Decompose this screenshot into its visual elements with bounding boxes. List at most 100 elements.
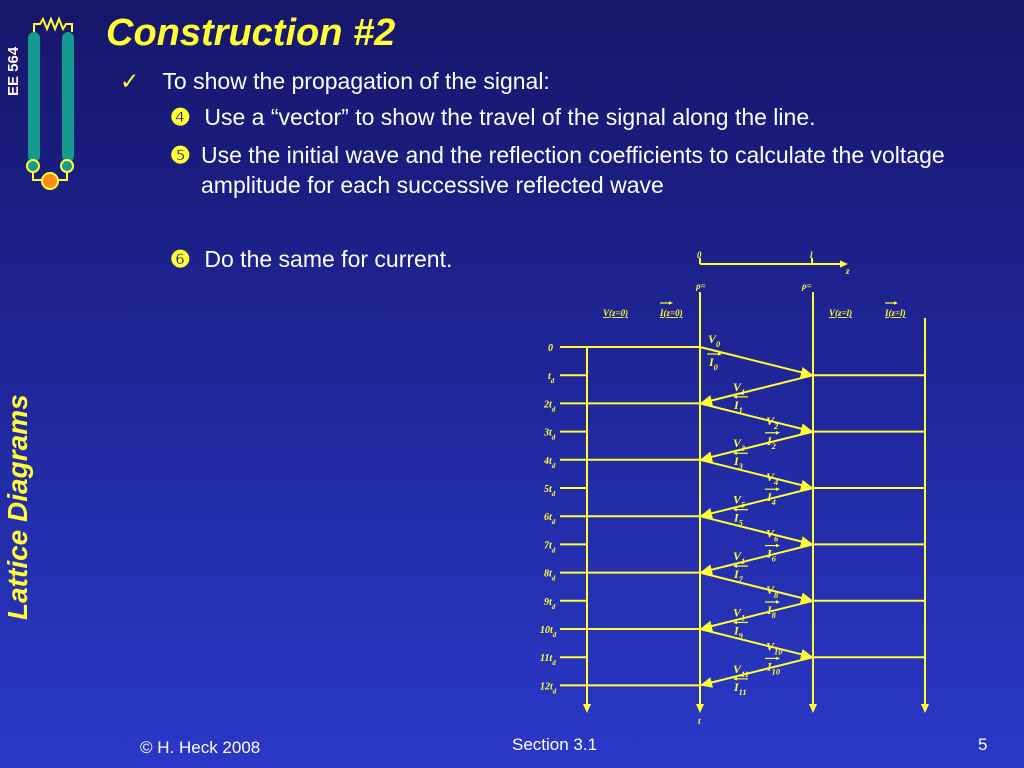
time-tick-label: 0 [548, 343, 553, 354]
arrow-icon [776, 656, 780, 661]
voltage-wave-label: V4 [766, 470, 778, 487]
arrow-icon [733, 620, 737, 625]
arrow-icon [669, 301, 673, 305]
arrow-icon [776, 487, 780, 491]
z-start-label: 0 [697, 250, 702, 260]
current-wave-label: I2 [766, 434, 776, 451]
down-arrow-icon [582, 704, 592, 713]
current-wave-label: I10 [766, 659, 781, 676]
wave-vector [699, 571, 814, 602]
voltage-wave-label: V0 [708, 332, 721, 349]
time-tick-label: 5td [544, 484, 556, 498]
current-wave-label: I7 [733, 567, 744, 584]
footer-section: Section 3.1 [512, 735, 598, 754]
current-wave-label: I0 [708, 355, 719, 372]
bullet-text: To show the propagation of the signal: [162, 68, 550, 94]
voltage-wave-label: V1 [733, 380, 745, 397]
voltage-wave-label: V1 [733, 605, 745, 622]
current-wave-label: I6 [766, 547, 777, 564]
arrow-icon [776, 543, 780, 548]
wave-vector [699, 374, 814, 405]
column-header: V(z=0) [603, 308, 628, 318]
wave-vector [699, 402, 814, 433]
time-tick-label: 6td [544, 512, 556, 526]
bullet-text: Use a “vector” to show the travel of the… [204, 104, 816, 130]
current-wave-label: I4 [766, 490, 776, 507]
time-tick-label: 11td [540, 653, 556, 667]
arrow-icon [733, 395, 737, 399]
wave-vector [699, 543, 814, 574]
arrow-icon [733, 677, 737, 681]
bullet-1: ✓ To show the propagation of the signal: [120, 66, 550, 96]
voltage-wave-label: V8 [766, 583, 779, 600]
bullet-3: ❺ Use the initial wave and the reflectio… [170, 140, 980, 200]
arrow-icon [733, 507, 737, 512]
arrow-icon [776, 430, 780, 435]
current-wave-label: I9 [733, 623, 744, 640]
transmission-line-logo-icon [26, 16, 74, 190]
down-arrow-icon [695, 704, 705, 713]
voltage-wave-label: V1 [733, 549, 745, 566]
wave-arrow-icon [800, 536, 813, 547]
wave-arrow-icon [800, 367, 813, 378]
wave-arrow-icon [800, 423, 813, 434]
down-arrow-icon [808, 704, 818, 713]
voltage-wave-label: V3 [733, 436, 745, 453]
time-tick-label: 9td [544, 597, 556, 611]
wave-arrow-icon [700, 451, 713, 463]
voltage-wave-label: V2 [766, 414, 778, 431]
wave-arrow-icon [700, 395, 713, 406]
wave-vector [699, 599, 814, 630]
wave-vector [699, 487, 814, 518]
z-end-label: l [810, 250, 813, 260]
time-tick-label: 4td [543, 456, 556, 470]
arrow-icon [894, 301, 898, 305]
rho-load-label: ρ= [801, 281, 812, 291]
wave-vector [699, 515, 814, 546]
wave-arrow-icon [800, 649, 813, 660]
voltage-wave-label: V5 [733, 493, 745, 510]
voltage-wave-label: V6 [766, 527, 779, 544]
time-tick-label: 12td [540, 681, 557, 695]
column-header: I(z=l) [884, 308, 906, 318]
wave-vector [699, 656, 814, 687]
wave-arrow-icon [700, 620, 713, 632]
bullet-text: Use the initial wave and the reflection … [201, 142, 945, 198]
voltage-wave-label: V11 [733, 662, 749, 679]
column-header: V(z=l) [829, 308, 852, 318]
arrow-icon [733, 451, 737, 456]
time-tick-label: 3td [543, 428, 556, 442]
arrow-icon [733, 564, 737, 568]
column-header: I(z=0) [659, 308, 683, 318]
arrow-icon [718, 352, 722, 356]
logo [20, 10, 80, 190]
time-tick-label: 10td [540, 625, 557, 639]
arrow-icon [776, 600, 780, 604]
check-icon: ✓ [120, 68, 140, 94]
time-tick-label: 8td [544, 569, 556, 583]
current-wave-label: I5 [733, 511, 743, 528]
time-tick-label: 2td [543, 399, 556, 413]
footer-copyright: © H. Heck 2008 [140, 738, 261, 757]
wave-vector [699, 430, 814, 461]
wave-arrow-icon [700, 508, 713, 519]
current-wave-label: I1 [733, 398, 743, 415]
slide-title: Construction #2 [106, 12, 396, 54]
wave-vector [699, 628, 814, 659]
wave-arrow-icon [800, 592, 813, 604]
z-axis-label: z [845, 266, 850, 276]
voltage-wave-label: V10 [766, 639, 783, 656]
z-axis-arrow-icon [840, 260, 848, 268]
current-wave-label: I11 [733, 680, 747, 697]
number-4-icon: ❹ [170, 104, 191, 130]
current-wave-label: I3 [733, 454, 743, 471]
wave-arrow-icon [800, 479, 813, 491]
footer-page-number: 5 [978, 735, 988, 754]
number-5-icon: ❺ [170, 142, 191, 168]
time-tick-label: td [548, 371, 555, 385]
rho-source-label: ρ= [695, 281, 706, 291]
bullet-2: ❹ Use a “vector” to show the travel of t… [170, 102, 990, 132]
bullet-4: ❻ Do the same for current. [170, 244, 452, 274]
number-6-icon: ❻ [170, 246, 191, 272]
